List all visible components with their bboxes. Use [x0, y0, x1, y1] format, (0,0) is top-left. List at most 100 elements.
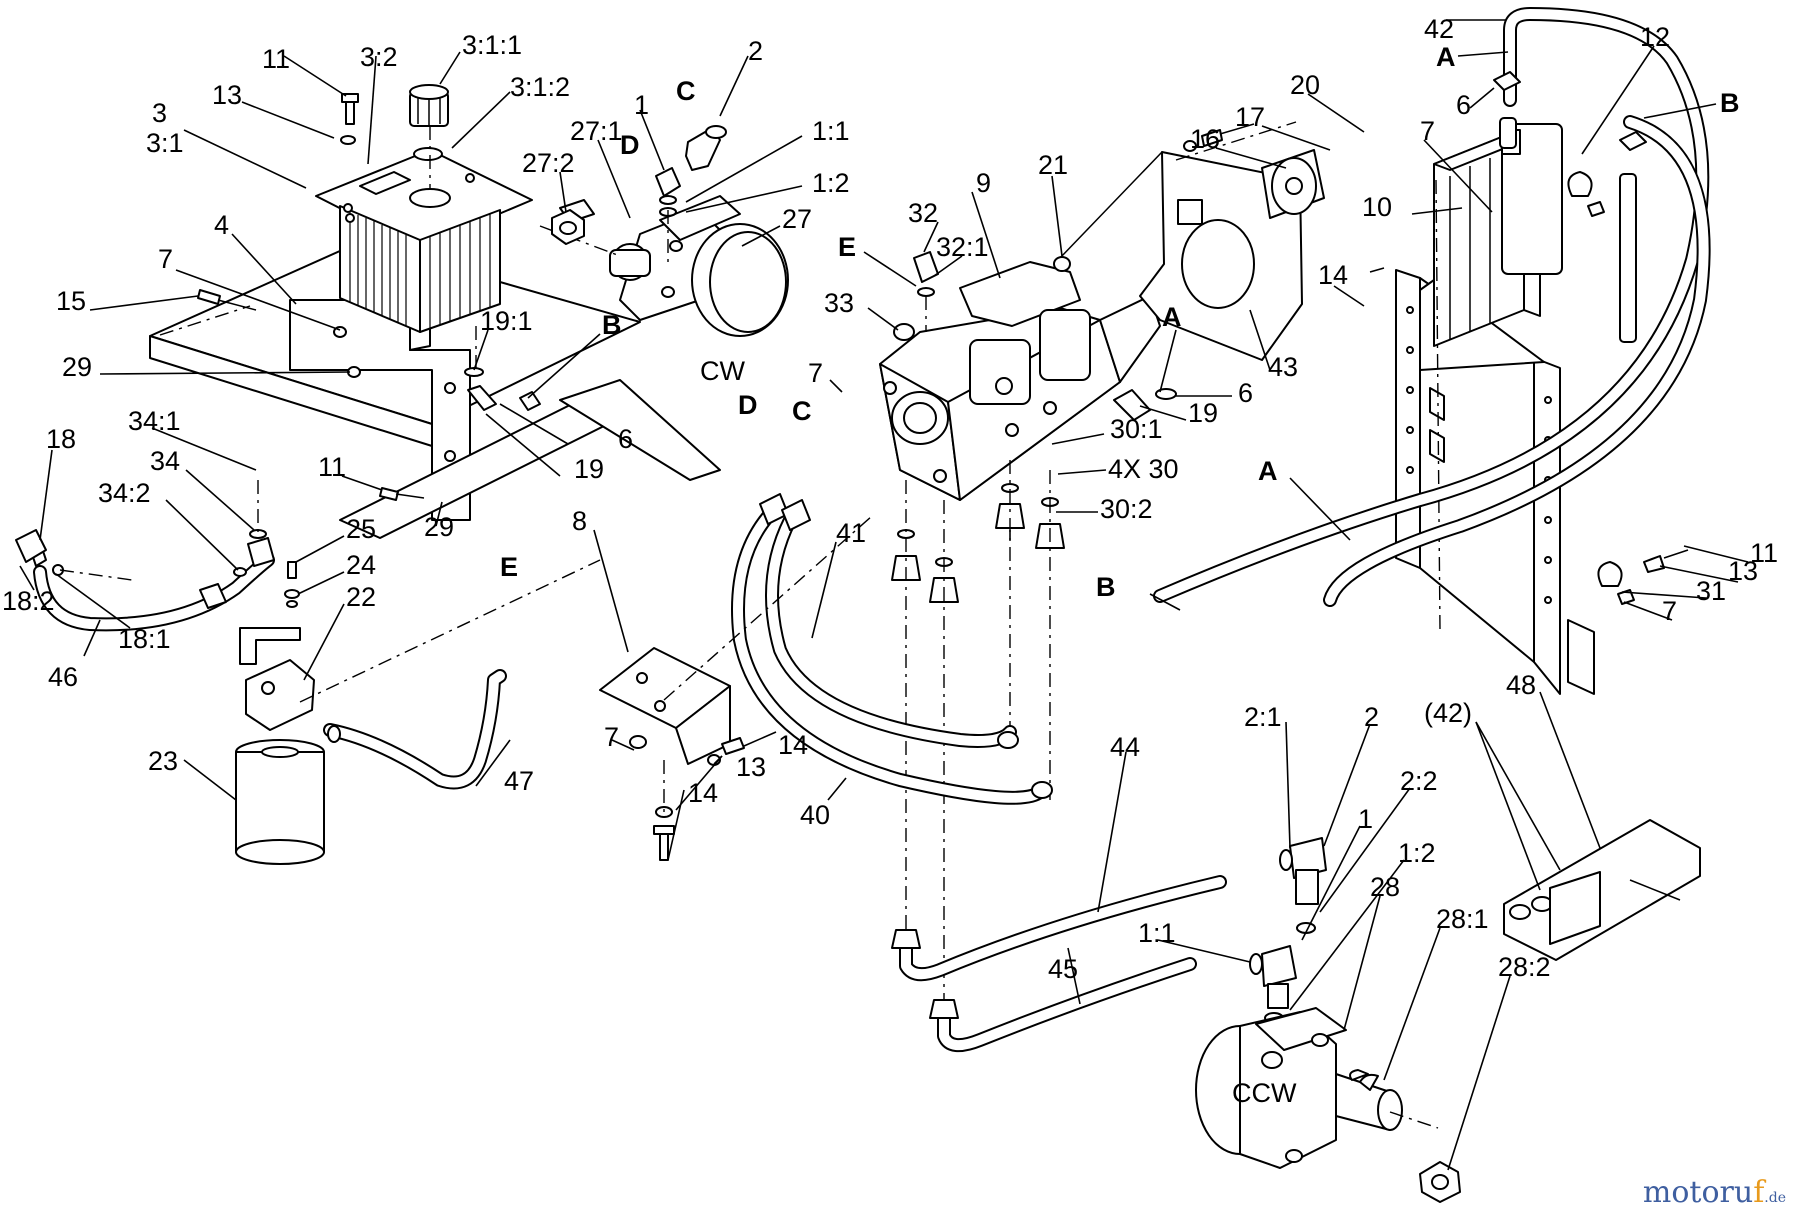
part-callout: 7	[604, 722, 619, 752]
part-callout: 32	[908, 198, 938, 228]
filter-bracket	[599, 515, 873, 765]
part-callout: 18	[46, 424, 76, 454]
connection-letter: D	[738, 390, 758, 420]
part-callout: 1:2	[812, 168, 850, 198]
part-callout: 21	[1038, 150, 1068, 180]
hydrostatic-pump	[879, 227, 1211, 501]
watermark-tld: .de	[1764, 1190, 1786, 1206]
part-callout: 14	[778, 730, 808, 760]
part-callout: 3:1:2	[510, 72, 570, 102]
part-callout: 6	[618, 424, 633, 454]
part-callout: 18:2	[2, 586, 55, 616]
part-callout: 19	[574, 454, 604, 484]
part-callout: 28:1	[1436, 904, 1489, 934]
part-callout: 9	[976, 168, 991, 198]
wheel-motor-ccw	[1195, 1007, 1439, 1169]
connection-letter: E	[838, 232, 856, 262]
part-callout: 20	[1290, 70, 1320, 100]
hoses-44-45	[891, 875, 1227, 1053]
elbow-fitting-top	[655, 125, 727, 262]
part-callout: 22	[346, 582, 376, 612]
hydraulic-tank	[315, 149, 533, 333]
part-callout: 19	[1188, 398, 1218, 428]
part-callout: 7	[1420, 116, 1435, 146]
part-callout: 11	[318, 452, 346, 482]
pump-mount-plate	[1059, 121, 1325, 361]
part-callout: 3:1	[146, 128, 184, 158]
part-callout: 48	[1506, 670, 1536, 700]
part-callout: 23	[148, 746, 178, 776]
part-callout: 34	[150, 446, 180, 476]
oil-filter	[235, 739, 325, 865]
part-callout: 1	[634, 90, 649, 120]
motor-ccw-fittings	[1249, 837, 1327, 1024]
hose-47	[323, 669, 507, 790]
part-callout: 27	[782, 204, 812, 234]
part-callout: 13	[1728, 556, 1758, 586]
part-callout: 14	[1318, 260, 1348, 290]
part-callout: 7	[808, 358, 823, 388]
part-callout: 29	[424, 512, 454, 542]
part-callout: 2	[748, 36, 763, 66]
part-callout: 2:2	[1400, 766, 1438, 796]
part-callout: 25	[346, 514, 376, 544]
connection-letter: C	[676, 76, 696, 106]
part-callout: 1:1	[812, 116, 850, 146]
pump-port-fittings	[891, 460, 1065, 1000]
part-callout: 17	[1235, 102, 1265, 132]
tank-filler-cap	[409, 84, 449, 190]
part-callout: 1	[1358, 804, 1373, 834]
part-callout: 12	[1640, 22, 1670, 52]
filter-head	[239, 559, 601, 731]
part-callout: 43	[1268, 352, 1298, 382]
filter-head-hardware	[284, 561, 300, 608]
part-callout: 44	[1110, 732, 1140, 762]
bracket-hardware	[629, 735, 745, 861]
connection-letter: A	[1258, 456, 1278, 486]
connection-letter: B	[1096, 572, 1116, 602]
connection-letter: B	[1720, 88, 1740, 118]
connection-letter: B	[602, 310, 622, 340]
part-callout: 2	[1364, 702, 1379, 732]
part-callout: 13	[212, 80, 242, 110]
part-callout: 33	[824, 288, 854, 318]
part-callout: 34:2	[98, 478, 151, 508]
part-callout: 13	[736, 752, 766, 782]
part-callout: 45	[1048, 954, 1078, 984]
pump-top-fitting	[893, 251, 939, 341]
part-callout: 11	[262, 44, 290, 74]
part-callout: 1:1	[1138, 918, 1176, 948]
part-callout: CCW	[1232, 1078, 1297, 1108]
part-callout: 14	[688, 778, 718, 808]
part-callout: CW	[700, 356, 745, 386]
part-callout: 4X 30	[1108, 454, 1179, 484]
hose-clamps-right	[1053, 71, 1689, 605]
part-callout: 3:2	[360, 42, 398, 72]
part-callout: 11	[1750, 538, 1778, 568]
part-callout: 10	[1362, 192, 1392, 222]
detail-48-inset	[1503, 819, 1701, 961]
part-callout: 46	[48, 662, 78, 692]
part-callout: 34:1	[128, 406, 181, 436]
connection-letter: E	[500, 552, 518, 582]
motor-ccw-nut	[1419, 1161, 1461, 1203]
oil-cooler	[1433, 117, 1637, 631]
connection-letter: C	[792, 396, 812, 426]
part-callout: 40	[800, 800, 830, 830]
part-callout: 27:1	[570, 116, 623, 146]
part-callout: 28	[1370, 872, 1400, 902]
wheel-motor-cw	[539, 195, 789, 337]
part-callout: 6	[1238, 378, 1253, 408]
hoses-40-41	[731, 493, 1053, 805]
part-callout: 7	[158, 244, 173, 274]
part-callout: 42	[1424, 14, 1454, 44]
part-callout: 24	[346, 550, 376, 580]
connection-letter: A	[1162, 302, 1182, 332]
part-callout: 1:2	[1398, 838, 1436, 868]
part-callout: 30:1	[1110, 414, 1163, 444]
part-callout: 29	[62, 352, 92, 382]
part-callout: 15	[56, 286, 86, 316]
